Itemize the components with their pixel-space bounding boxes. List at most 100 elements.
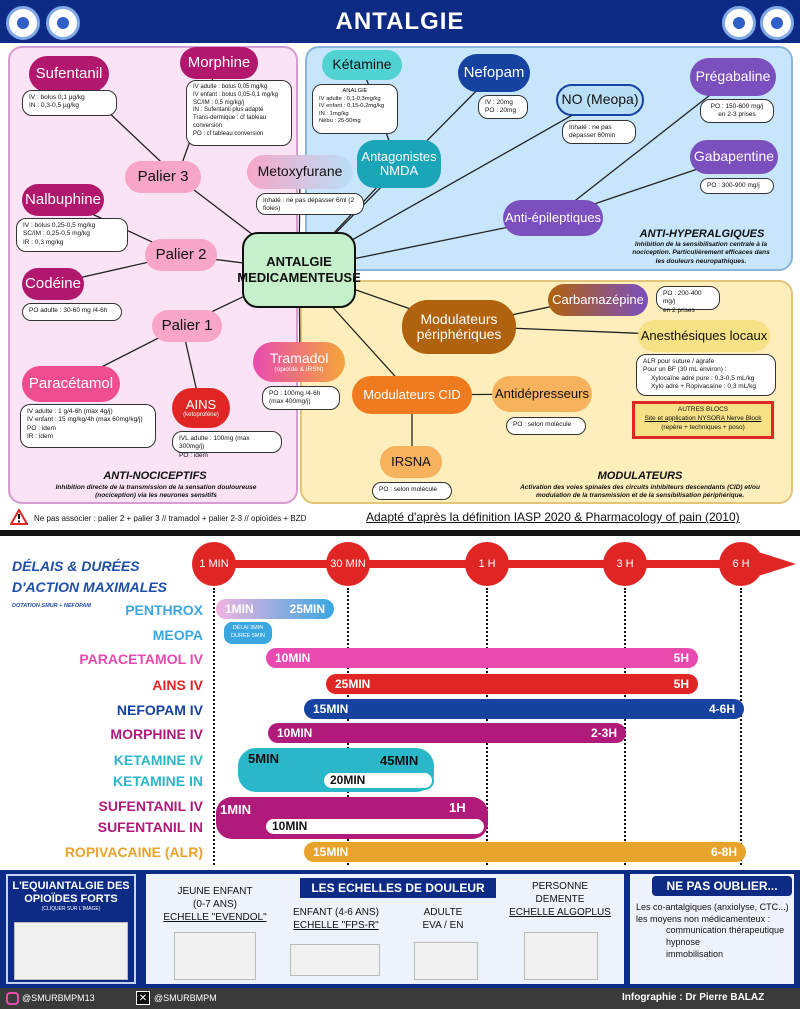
drug-meopa: MEOPA: [152, 627, 203, 643]
bar-start: 15MIN: [313, 845, 349, 859]
box-meopa: Inhalé : ne pas dépasser 60min: [562, 120, 636, 144]
drug-morphine-iv: MORPHINE IV: [110, 726, 203, 742]
subtitle-anti-nociceptifs: Inhibition directe de la transmission de…: [55, 484, 257, 500]
detail: PO : idem: [179, 451, 208, 459]
tick-3h: 3 H: [603, 542, 647, 586]
box-metoxyflurane: Inhalé : ne pas dépasser 6ml (2 fioles): [256, 193, 364, 215]
nysora-link[interactable]: Site et application NYSORA Nerve Block: [644, 414, 762, 422]
tramadol-sub: (opioïde & IRSN): [274, 366, 324, 374]
tick-1min: 1 MIN: [192, 542, 236, 586]
drug-ropivacaine: ROPIVACAINE (ALR): [64, 844, 203, 860]
drug-ketamine-iv: KETAMINE IV: [113, 752, 203, 768]
tick-1h: 1 H: [465, 542, 509, 586]
fpsr-image[interactable]: [290, 944, 380, 976]
detail: PO adulte : 30-60 mg /4-6h: [29, 307, 108, 314]
bar-end: 2-3H: [590, 726, 617, 740]
drug-sufentanil-iv: SUFENTANIL IV: [98, 798, 204, 814]
detail: ALR pour suture / agrafe: [643, 358, 715, 365]
detail: IN : 0,3-0,5 µg/kg: [29, 102, 79, 110]
bar-start: 1MIN: [225, 602, 254, 616]
algoplus-image[interactable]: [524, 932, 598, 980]
node-gabapentine: Gabapentine: [690, 140, 778, 174]
oublier-item: Les co-antalgiques (anxiolyse, CTC...): [636, 902, 789, 912]
box-pregabaline: PO : 150-600 mg/j en 2-3 prises: [700, 99, 774, 123]
instagram-icon[interactable]: [6, 992, 19, 1005]
warning-icon: [10, 509, 28, 525]
echelle-enfant-line: ENFANT (4-6 ANS): [293, 907, 379, 918]
eva-image[interactable]: [414, 942, 478, 980]
instagram-handle[interactable]: @SMURBMPM13: [22, 993, 95, 1003]
echelle-evendol-link[interactable]: ECHELLE "EVENDOL": [163, 912, 267, 923]
separator: [0, 530, 800, 536]
source-link[interactable]: Adapté d'après la définition IASP 2020 &…: [366, 510, 740, 524]
oublier-list: Les co-antalgiques (anxiolyse, CTC...) l…: [636, 902, 792, 960]
bottom-bar: [0, 988, 800, 1009]
detail: PO : 150-600 mg/j: [710, 103, 764, 110]
detail: Nébu : 25-50mg: [319, 118, 361, 125]
equianalgie-table-image[interactable]: [14, 922, 128, 980]
detail: PO : cf tableau conversion: [193, 130, 264, 137]
detail: PO : 300-900 mg/j: [707, 182, 760, 189]
node-palier-2: Palier 2: [145, 239, 217, 271]
echelle-algoplus-link[interactable]: ECHELLE ALGOPLUS: [509, 907, 611, 918]
node-modulateurs-cid: Modulateurs CID: [352, 376, 472, 414]
subtitle-anti-hyperalgiques: Inhibition de la sensibilisation central…: [632, 241, 770, 265]
caption-anti-nociceptifs: ANTI-NOCICEPTIFS: [103, 470, 207, 482]
drug-ains-iv: AINS IV: [152, 677, 203, 693]
detail: PO : selon molécule: [379, 486, 438, 493]
caption-modulateurs: MODULATEURS: [597, 470, 683, 482]
sufentanil-iv-end: 1H: [449, 800, 466, 815]
node-ains: AINS (ketoprofène): [172, 388, 230, 428]
detail: IR : 0,3 mg/kg: [23, 238, 64, 246]
tick-line: [624, 588, 626, 865]
drug-sufentanil-in: SUFENTANIL IN: [97, 819, 203, 835]
detail: IV enfant : 15 mg/kg/4h (max 60mg/kg/j): [27, 416, 143, 424]
box-nefopam: IV : 20mg PO : 20mg: [478, 95, 528, 119]
box-autres-blocs: AUTRES BLOCS Site et application NYSORA …: [632, 401, 774, 439]
node-antagonistes-nmda: Antagonistes NMDA: [357, 140, 441, 188]
node-antidepresseurs: Antidépresseurs: [492, 376, 592, 412]
subtitle-modulateurs: Activation des voies spinales des circui…: [520, 484, 760, 500]
meopa-delai: DÉLAI 3MIN: [232, 625, 264, 631]
detail: Inhalé : ne pas dépasser 6ml (2 fioles): [263, 197, 355, 213]
detail: ANALGIE: [342, 88, 368, 94]
detail: AUTRES BLOCS: [677, 406, 729, 413]
warning-text: Ne pas associer : palier 2 + palier 3 //…: [34, 514, 307, 523]
node-modulateurs-peripheriques: Modulateurs périphériques: [402, 300, 516, 354]
drug-nefopam-iv: NEFOPAM IV: [116, 702, 203, 718]
x-handle[interactable]: @SMURBMPM: [154, 993, 217, 1003]
box-antidepresseurs: PO : selon molécule: [506, 417, 586, 435]
detail: Xylocaïne adré pure : 0,3-0,5 mL/kg: [651, 374, 755, 382]
tick-line: [213, 588, 215, 865]
box-nalbuphine: IV : bolus 0,25-0,5 mg/kg SC/IM : 0,25-0…: [16, 218, 128, 252]
timeline-subtitle: DOTATION SMUR + NEFOPAM: [12, 603, 91, 609]
echelle-jeune-line: JEUNE ENFANT: [177, 886, 253, 897]
evendol-image[interactable]: [174, 932, 256, 980]
sufentanil-iv-start: 1MIN: [220, 802, 252, 817]
echelle-fpsr-link[interactable]: ECHELLE "FPS-R": [293, 920, 379, 931]
detail: IN : 1mg/kg: [319, 110, 349, 117]
detail: Inhalé : ne pas dépasser 60min: [569, 124, 616, 140]
oublier-item: hypnose: [666, 937, 701, 948]
detail: Pour un BF (30 mL environ) :: [643, 366, 727, 374]
oublier-item: les moyens non médicamenteux :: [636, 913, 771, 924]
detail: en 2 prises: [663, 306, 695, 314]
node-codeine: Codéine: [22, 268, 84, 300]
tick-6h: 6 H: [719, 542, 763, 586]
detail: Xylo adré + Ropivacaïne : 0,3 mL/kg: [651, 383, 756, 391]
detail: IR : idem: [27, 433, 54, 441]
node-metoxyflurane: Metoxyfurane: [247, 155, 353, 189]
echelle-jeune: JEUNE ENFANT (0-7 ANS) ECHELLE "EVENDOL": [160, 885, 270, 924]
detail: SC/IM : 0,25-0,5 mg/kg: [23, 230, 90, 238]
panel-equianalgie[interactable]: L'EQUIANTALGIE DES OPIOÏDES FORTS (CLIQU…: [6, 874, 136, 984]
x-icon[interactable]: ✕: [136, 991, 150, 1005]
bar-end: 5H: [673, 677, 689, 691]
box-anesthesiques: ALR pour suture / agrafe Pour un BF (30 …: [636, 354, 776, 396]
box-codeine: PO adulte : 30-60 mg /4-6h: [22, 303, 122, 321]
detail: PO : selon molécule: [513, 421, 572, 428]
